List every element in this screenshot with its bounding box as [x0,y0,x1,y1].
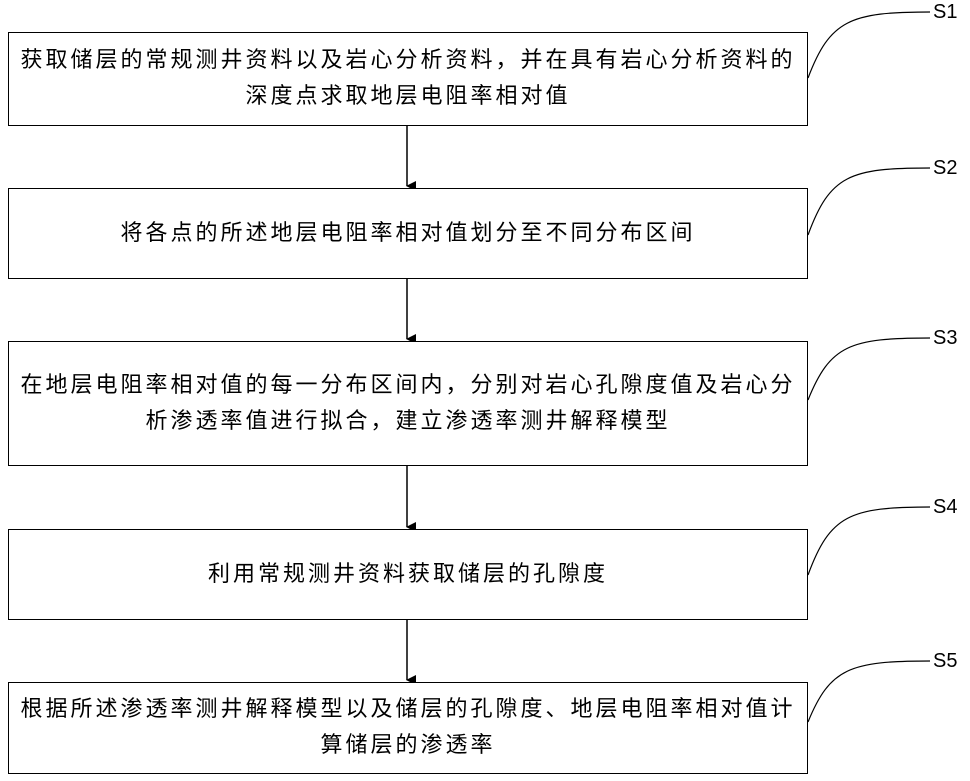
step-box-s2: 将各点的所述地层电阻率相对值划分至不同分布区间 [8,188,808,279]
step-text-s3: 在地层电阻率相对值的每一分布区间内，分别对岩心孔隙度值及岩心分析渗透率值进行拟合… [19,368,797,440]
step-label-s3: S3 [933,327,957,350]
leader-s5 [808,661,930,722]
leader-s2 [808,168,930,235]
step-text-s2: 将各点的所述地层电阻率相对值划分至不同分布区间 [120,216,695,252]
step-box-s1: 获取储层的常规测井资料以及岩心分析资料，并在具有岩心分析资料的深度点求取地层电阻… [8,32,808,126]
step-text-s1: 获取储层的常规测井资料以及岩心分析资料，并在具有岩心分析资料的深度点求取地层电阻… [19,43,797,115]
leader-s1 [808,12,930,78]
leader-s3 [808,338,930,400]
step-box-s5: 根据所述渗透率测井解释模型以及储层的孔隙度、地层电阻率相对值计算储层的渗透率 [8,682,808,774]
leader-s4 [808,507,930,575]
step-label-s1: S1 [933,1,957,24]
step-label-s4: S4 [933,496,957,519]
step-label-s5: S5 [933,650,957,673]
step-text-s5: 根据所述渗透率测井解释模型以及储层的孔隙度、地层电阻率相对值计算储层的渗透率 [19,692,797,764]
step-label-s2: S2 [933,157,957,180]
step-box-s3: 在地层电阻率相对值的每一分布区间内，分别对岩心孔隙度值及岩心分析渗透率值进行拟合… [8,341,808,466]
step-box-s4: 利用常规测井资料获取储层的孔隙度 [8,529,808,620]
step-text-s4: 利用常规测井资料获取储层的孔隙度 [208,557,608,593]
